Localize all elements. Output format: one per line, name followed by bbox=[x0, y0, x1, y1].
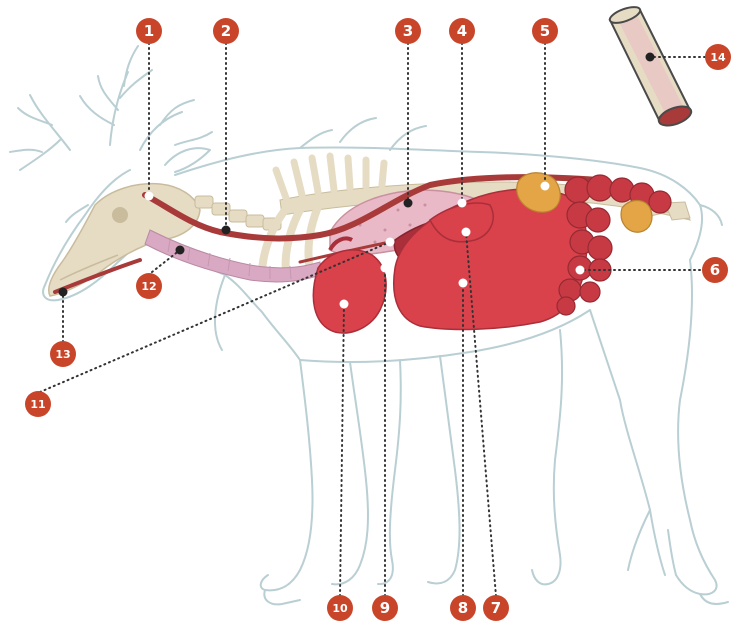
bone-marrow-inset bbox=[608, 4, 694, 129]
callout-13-label: 13 bbox=[55, 348, 70, 361]
callout-3: 3 bbox=[395, 18, 421, 44]
callout-1: 1 bbox=[136, 18, 162, 44]
callout-9-label: 9 bbox=[380, 599, 390, 617]
callout-7-label: 7 bbox=[491, 599, 501, 617]
callout-4: 4 bbox=[449, 18, 475, 44]
callout-13: 13 bbox=[50, 341, 76, 367]
callout-7: 7 bbox=[483, 595, 509, 621]
callout-11-label: 11 bbox=[30, 398, 45, 411]
leader-lines bbox=[40, 43, 715, 596]
callout-5-label: 5 bbox=[540, 22, 550, 40]
callout-2: 2 bbox=[213, 18, 239, 44]
callout-14-label: 14 bbox=[710, 51, 726, 64]
heart bbox=[313, 250, 386, 333]
callout-6-label: 6 bbox=[710, 261, 720, 279]
callout-5: 5 bbox=[532, 18, 558, 44]
callout-3-label: 3 bbox=[403, 22, 413, 40]
callout-6: 6 bbox=[702, 257, 728, 283]
callout-12-label: 12 bbox=[141, 280, 156, 293]
callout-10-label: 10 bbox=[332, 602, 348, 615]
callout-14: 14 bbox=[705, 44, 731, 70]
callout-8: 8 bbox=[450, 595, 476, 621]
callout-9: 9 bbox=[372, 595, 398, 621]
callout-1-label: 1 bbox=[144, 22, 154, 40]
callout-8-label: 8 bbox=[458, 599, 468, 617]
moose-silhouette bbox=[10, 46, 728, 604]
callout-4-label: 4 bbox=[457, 22, 467, 40]
callout-2-label: 2 bbox=[221, 22, 231, 40]
intestines bbox=[557, 175, 671, 315]
callout-10: 10 bbox=[327, 595, 353, 621]
callout-11: 11 bbox=[25, 391, 51, 417]
fat-deposit bbox=[621, 201, 652, 233]
callout-12: 12 bbox=[136, 273, 162, 299]
